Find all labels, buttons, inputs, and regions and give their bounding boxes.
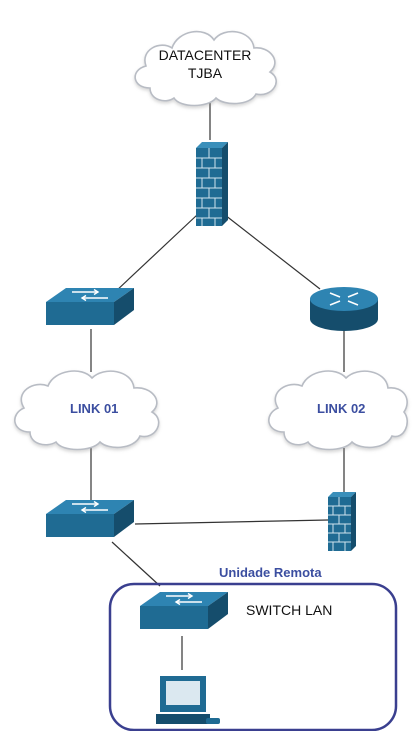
switch-lan-label: SWITCH LAN [246,602,333,618]
computer-icon [156,676,220,724]
switch-icon [46,500,134,537]
datacenter-label-line2: TJBA [187,65,223,81]
firewall-icon [196,142,228,226]
connections [90,103,345,670]
datacenter-label-line1: DATACENTER [158,47,252,63]
router-icon [310,287,378,331]
wire-firewall-switch [114,214,198,293]
link02-label: LINK 02 [317,401,366,416]
link01-cloud-icon [14,370,160,451]
switch-lan-icon [140,592,228,629]
wire-switch2-remote [111,541,161,587]
remote-unit-label: Unidade Remota [219,565,322,580]
link02-cloud-icon [268,370,408,451]
datacenter-cloud-icon [134,30,277,107]
datacenter-label: DATACENTER TJBA [155,46,255,82]
link01-label: LINK 01 [70,401,119,416]
wire-firewall-router [224,214,321,290]
switch-icon [46,288,134,325]
wire-switch2-firewall2 [134,519,329,525]
remote-unit-box [108,582,398,731]
firewall-icon [328,492,356,551]
